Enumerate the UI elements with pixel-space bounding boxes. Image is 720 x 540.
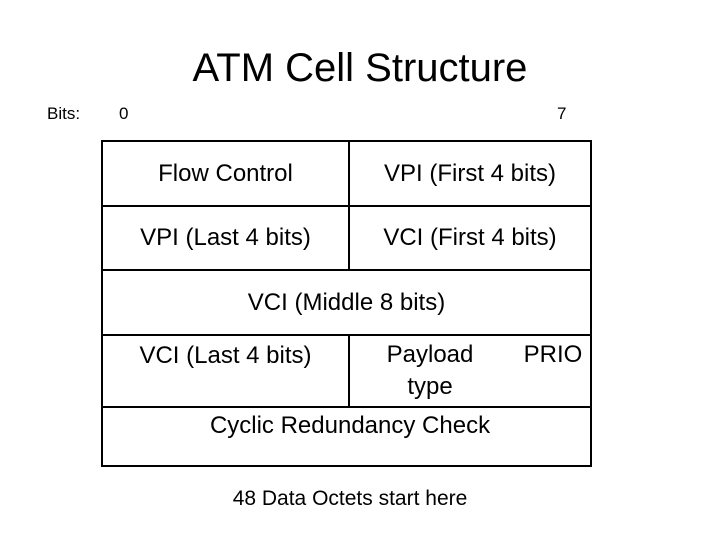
flow-control-label: Flow Control	[158, 159, 293, 187]
prio-field: PRIO	[508, 336, 598, 374]
bits-label: Bits:	[47, 104, 81, 123]
footer-note: 48 Data Octets start here	[232, 487, 468, 510]
prio-label: PRIO	[523, 341, 583, 368]
vpi-last-label: VPI (Last 4 bits)	[140, 224, 311, 251]
diagram-title: ATM Cell Structure	[192, 46, 528, 90]
payload-type-label-line1: Payload	[386, 341, 474, 368]
atm-cell-frame: Flow Control VPI (First 4 bits) VPI (Las…	[101, 140, 592, 467]
crc-label: Cyclic Redundancy Check	[209, 412, 491, 439]
bit-7-label: 7	[557, 104, 567, 123]
flow-control-field: Flow Control	[103, 142, 348, 205]
vci-first-label: VCI (First 4 bits)	[383, 224, 557, 251]
payload-type-label-line2: type	[407, 373, 453, 400]
vci-last-field: VCI (Last 4 bits)	[103, 336, 348, 376]
vpi-first-label: VPI (First 4 bits)	[383, 159, 557, 187]
vpi-last-field: VPI (Last 4 bits)	[103, 207, 348, 269]
bit-0-label: 0	[119, 104, 129, 123]
col-divider-row4	[348, 334, 350, 406]
col-divider-rows12	[348, 142, 350, 269]
vpi-first-field: VPI (First 4 bits)	[350, 142, 590, 205]
vci-last-label: VCI (Last 4 bits)	[139, 342, 312, 369]
vci-middle-field: VCI (Middle 8 bits)	[103, 271, 590, 334]
crc-field: Cyclic Redundancy Check	[103, 410, 597, 450]
row-divider-3	[103, 334, 590, 336]
vci-first-field: VCI (First 4 bits)	[350, 207, 590, 269]
payload-type-field: Payload type	[350, 336, 510, 406]
row-divider-1	[103, 205, 590, 207]
row-divider-4	[103, 406, 590, 408]
vci-middle-label: VCI (Middle 8 bits)	[247, 288, 446, 316]
row-divider-2	[103, 269, 590, 271]
